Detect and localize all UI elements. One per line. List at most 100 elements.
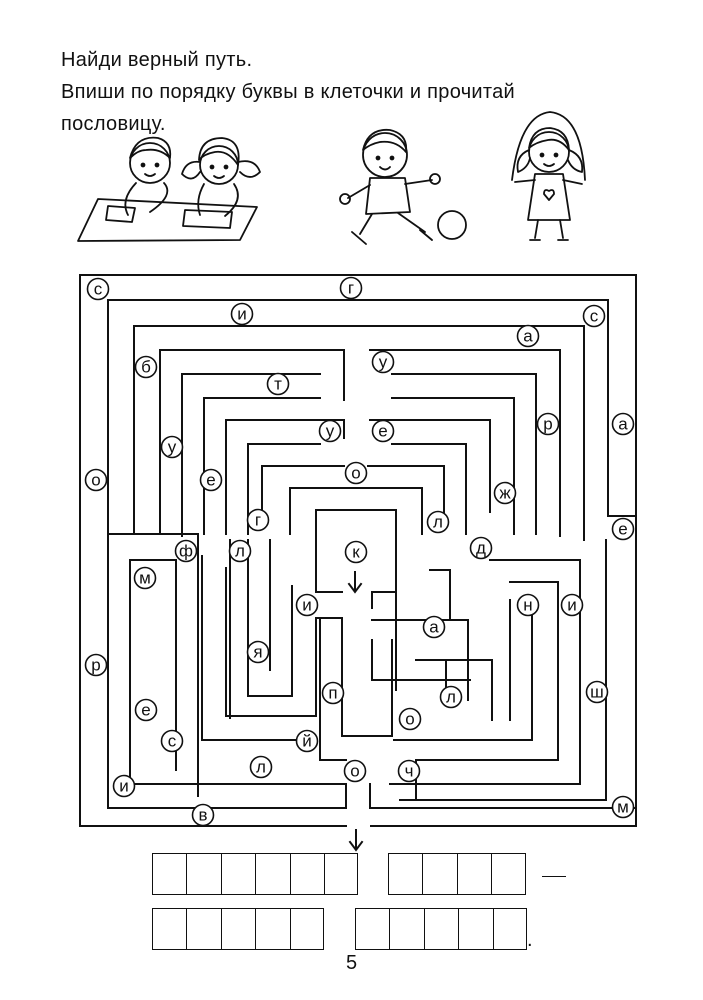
letter-text: и	[119, 777, 129, 796]
maze-letter: д	[469, 536, 493, 560]
maze-letter: е	[611, 517, 635, 541]
letter-circle	[318, 419, 342, 443]
letter-text: о	[91, 471, 100, 490]
maze-letter: е	[199, 468, 223, 492]
letter-text: г	[348, 279, 354, 298]
letter-text: д	[476, 539, 486, 558]
maze-letter: и	[295, 593, 319, 617]
maze-letter: а	[516, 324, 540, 348]
letter-circle	[295, 593, 319, 617]
maze-letter: л	[426, 510, 450, 534]
letter-text: н	[523, 596, 532, 615]
start-arrow	[347, 571, 363, 594]
answer-word-4	[355, 908, 527, 950]
letter-text: а	[523, 327, 533, 346]
letter-text: с	[168, 732, 177, 751]
letter-text: и	[302, 596, 312, 615]
letter-text: о	[405, 710, 414, 729]
letter-circle	[84, 653, 108, 677]
answer-cell[interactable]	[255, 908, 290, 950]
letter-text: т	[274, 375, 282, 394]
maze-letter: с	[86, 277, 110, 301]
answer-cell[interactable]	[458, 908, 493, 950]
maze-letter: о	[84, 468, 108, 492]
answer-cell[interactable]	[323, 853, 359, 895]
instruction-line-1: Найди верный путь.	[61, 49, 253, 71]
letter-text: и	[237, 305, 247, 324]
answer-cell[interactable]	[152, 853, 187, 895]
answer-cell[interactable]	[255, 853, 290, 895]
letter-circle	[585, 680, 609, 704]
answer-cell[interactable]	[423, 908, 459, 950]
maze-letter: н	[516, 593, 540, 617]
maze-letter: п	[321, 681, 345, 705]
letter-text: ж	[499, 484, 511, 503]
letter-text: п	[328, 684, 337, 703]
letter-circle	[246, 640, 270, 664]
letter-text: е	[618, 520, 627, 539]
boy-kicking-ball-icon	[339, 128, 467, 245]
answer-cell[interactable]	[389, 908, 424, 950]
maze-letter: к	[344, 540, 368, 564]
letter-circle	[344, 461, 368, 485]
letter-text: б	[141, 358, 151, 377]
letter-text: у	[326, 422, 335, 441]
letter-circle	[344, 540, 368, 564]
answer-cell[interactable]	[289, 908, 324, 950]
letter-circle	[266, 372, 290, 396]
answer-cell[interactable]	[186, 908, 221, 950]
letter-text: е	[206, 471, 215, 490]
illustrations	[77, 111, 586, 245]
letter-text: о	[351, 464, 360, 483]
page-number: 5	[346, 952, 358, 974]
children-drawing-icon	[77, 136, 261, 242]
answer-dash	[542, 876, 566, 877]
answer-cell[interactable]	[186, 853, 221, 895]
maze-letter: а	[611, 412, 635, 436]
letter-circle	[199, 468, 223, 492]
maze-letter: с	[160, 729, 184, 753]
letter-circle	[493, 481, 517, 505]
maze-letter: и	[230, 302, 254, 326]
answer-cell[interactable]	[491, 853, 526, 895]
answer-cell[interactable]	[220, 853, 256, 895]
answer-cell[interactable]	[289, 853, 324, 895]
letter-circle	[398, 707, 422, 731]
letter-circle	[469, 536, 493, 560]
maze-letter: с	[582, 304, 606, 328]
letter-circle	[516, 593, 540, 617]
maze-letter: о	[398, 707, 422, 731]
letter-text: у	[168, 438, 177, 457]
letter-circle	[397, 759, 421, 783]
letter-circle	[160, 729, 184, 753]
letter-text: л	[446, 688, 456, 707]
letter-circle	[339, 276, 363, 300]
letter-circle	[112, 774, 136, 798]
letter-circle	[134, 698, 158, 722]
instruction-line-2: Впиши по порядку буквы в клеточки и проч…	[61, 81, 516, 103]
maze-letter: т	[266, 372, 290, 396]
answer-cell[interactable]	[355, 908, 390, 950]
answer-cell[interactable]	[456, 853, 492, 895]
answer-cell[interactable]	[422, 853, 457, 895]
letter-text: й	[302, 732, 312, 751]
answer-cell[interactable]	[152, 908, 187, 950]
letter-text: с	[590, 307, 599, 326]
answer-cell[interactable]	[220, 908, 256, 950]
answer-cell[interactable]	[492, 908, 527, 950]
maze-letter: и	[560, 593, 584, 617]
letter-text: е	[141, 701, 150, 720]
letter-circle	[560, 593, 584, 617]
instructions: Найди верный путь. Впиши по порядку букв…	[61, 44, 601, 140]
letter-text: ч	[405, 762, 414, 781]
letter-circle	[439, 685, 463, 709]
maze-letter: ш	[585, 680, 609, 704]
letter-circle	[611, 412, 635, 436]
letter-circle	[133, 566, 157, 590]
maze-letter: л	[228, 539, 252, 563]
maze-letter: р	[536, 412, 560, 436]
letter-circle	[249, 755, 273, 779]
letter-text: у	[379, 353, 388, 372]
answer-cell[interactable]	[388, 853, 423, 895]
